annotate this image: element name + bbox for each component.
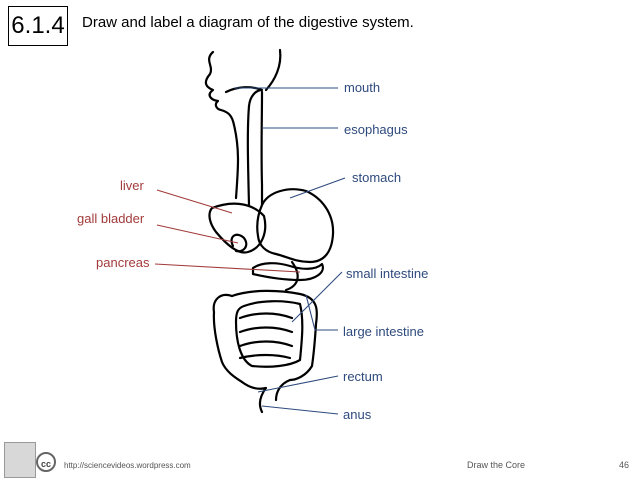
liver-outline	[208, 202, 267, 254]
small-intestine-outline	[238, 312, 294, 360]
pancreas-outline	[251, 262, 324, 282]
slide-heading: Draw and label a diagram of the digestiv…	[82, 14, 414, 31]
leader-small-intestine	[291, 271, 343, 323]
leader-large-intestine	[305, 294, 316, 331]
label-large-intestine: large intestine	[343, 324, 424, 339]
chest-outline	[232, 123, 240, 200]
rectum-outline	[240, 380, 268, 414]
gall-bladder-outline	[230, 233, 248, 253]
creative-commons-icon[interactable]: cc	[36, 452, 56, 472]
footer-url-link[interactable]: http://sciencevideos.wordpress.com	[64, 461, 191, 470]
head-outline	[204, 50, 236, 127]
page-number: 46	[619, 460, 630, 470]
leader-rectum	[257, 375, 339, 393]
large-intestine-outline	[234, 300, 304, 368]
creator-logo	[4, 442, 36, 478]
label-liver: liver	[120, 178, 144, 193]
footer-center-text: Draw the Core	[467, 460, 526, 470]
label-esophagus: esophagus	[344, 122, 408, 137]
large-intestine-outline	[212, 293, 244, 384]
rectum-outline	[274, 378, 292, 402]
head-back	[264, 48, 282, 92]
stomach-outline	[256, 188, 335, 264]
label-stomach: stomach	[352, 170, 402, 185]
esophagus-outline	[246, 104, 251, 207]
label-small-intestine: small intestine	[346, 266, 429, 281]
leader-anus	[261, 405, 339, 415]
label-mouth: mouth	[344, 80, 381, 95]
label-gall-bladder: gall bladder	[77, 211, 145, 226]
leader-liver	[156, 189, 233, 214]
mouth-cavity	[224, 86, 264, 108]
leader-stomach	[289, 177, 346, 199]
label-pancreas: pancreas	[96, 255, 150, 270]
large-intestine-outline	[230, 289, 318, 382]
leader-pancreas	[154, 263, 301, 273]
label-anus: anus	[343, 407, 372, 422]
slide-number: 6.1.4	[8, 6, 68, 46]
duodenum-outline	[284, 260, 299, 292]
label-rectum: rectum	[343, 369, 383, 384]
leader-gall-bladder	[156, 224, 239, 244]
